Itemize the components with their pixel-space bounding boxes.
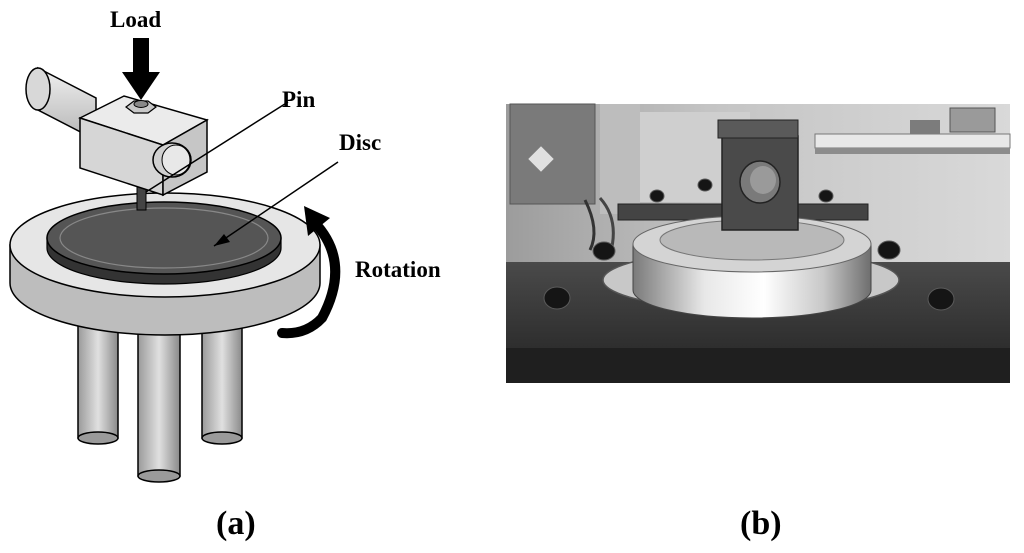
label-rotation: Rotation — [355, 257, 441, 282]
panel-a-schematic: Load Pin Disc Rotation — [9, 7, 441, 483]
label-load: Load — [110, 7, 161, 32]
load-arrow — [122, 38, 160, 100]
panel-b-photo — [506, 103, 1011, 383]
label-disc: Disc — [339, 130, 381, 155]
disc-leader-line — [213, 161, 339, 247]
caption-a: (a) — [216, 505, 256, 542]
rotation-arrow — [277, 206, 341, 339]
disc-specimen — [46, 201, 282, 285]
pin-leader-line — [145, 101, 289, 193]
caption-b: (b) — [740, 505, 782, 542]
label-pin: Pin — [282, 87, 315, 112]
pin-holder-block — [78, 95, 209, 197]
